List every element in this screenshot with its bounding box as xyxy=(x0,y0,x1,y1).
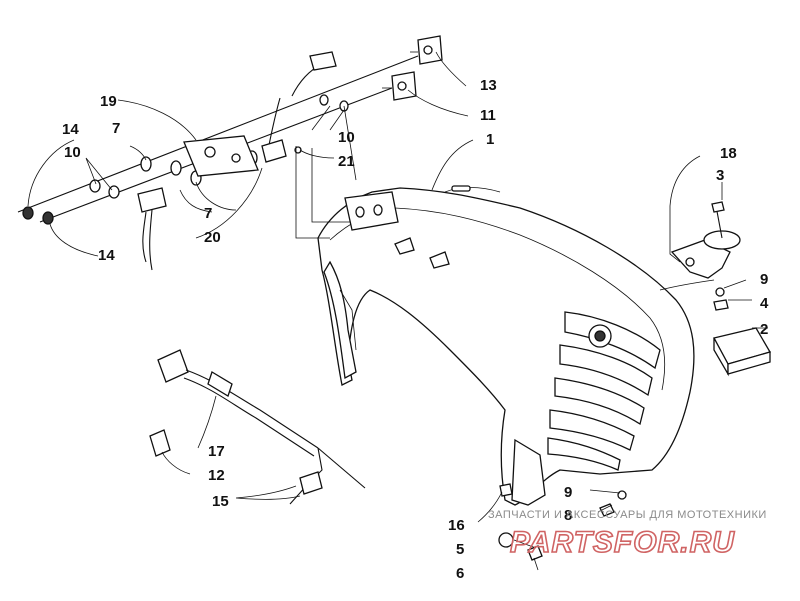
watermark-logo: PARTSFOR.RU xyxy=(510,526,735,559)
callout-7a: 7 xyxy=(112,120,120,137)
callout-20: 20 xyxy=(204,229,221,246)
callout-6: 6 xyxy=(456,565,464,582)
leader-lines xyxy=(27,51,768,571)
callout-13: 13 xyxy=(480,77,497,94)
callout-5: 5 xyxy=(456,541,464,558)
callout-8: 8 xyxy=(564,507,572,524)
callout-2: 2 xyxy=(760,321,768,338)
callout-18: 18 xyxy=(720,145,737,162)
callout-12: 12 xyxy=(208,467,225,484)
toggle-switches xyxy=(382,35,443,101)
throttle-cable xyxy=(149,349,366,505)
callout-15: 15 xyxy=(212,493,229,510)
callout-16: 16 xyxy=(448,517,465,534)
callout-10a: 10 xyxy=(64,144,81,161)
callout-17: 17 xyxy=(208,443,225,460)
callout-10b: 10 xyxy=(338,129,355,146)
foam-pad xyxy=(713,327,771,377)
wiring-harness xyxy=(137,51,337,271)
callout-4: 4 xyxy=(760,295,769,312)
callout-labels: 1 2 3 4 5 6 7 7 8 9 9 10 10 11 12 13 14 … xyxy=(62,77,769,582)
callout-11: 11 xyxy=(480,107,496,124)
watermark-tagline: ЗАПЧАСТИ И АКСЕССУАРЫ ДЛЯ МОТОТЕХНИКИ xyxy=(488,509,767,521)
mount-bracket xyxy=(670,201,741,311)
callout-3: 3 xyxy=(716,167,724,184)
callout-1: 1 xyxy=(486,131,494,148)
watermark: ЗАПЧАСТИ И АКСЕССУАРЫ ДЛЯ МОТОТЕХНИКИ PA… xyxy=(488,509,767,560)
callout-21: 21 xyxy=(338,153,355,170)
switch-plate xyxy=(183,135,259,177)
callout-9a: 9 xyxy=(760,271,768,288)
callout-19: 19 xyxy=(100,93,117,110)
callout-14b: 14 xyxy=(98,247,115,264)
callout-9b: 9 xyxy=(564,484,572,501)
console-housing xyxy=(317,185,695,506)
callout-7b: 7 xyxy=(204,205,212,222)
callout-14a: 14 xyxy=(62,121,79,138)
